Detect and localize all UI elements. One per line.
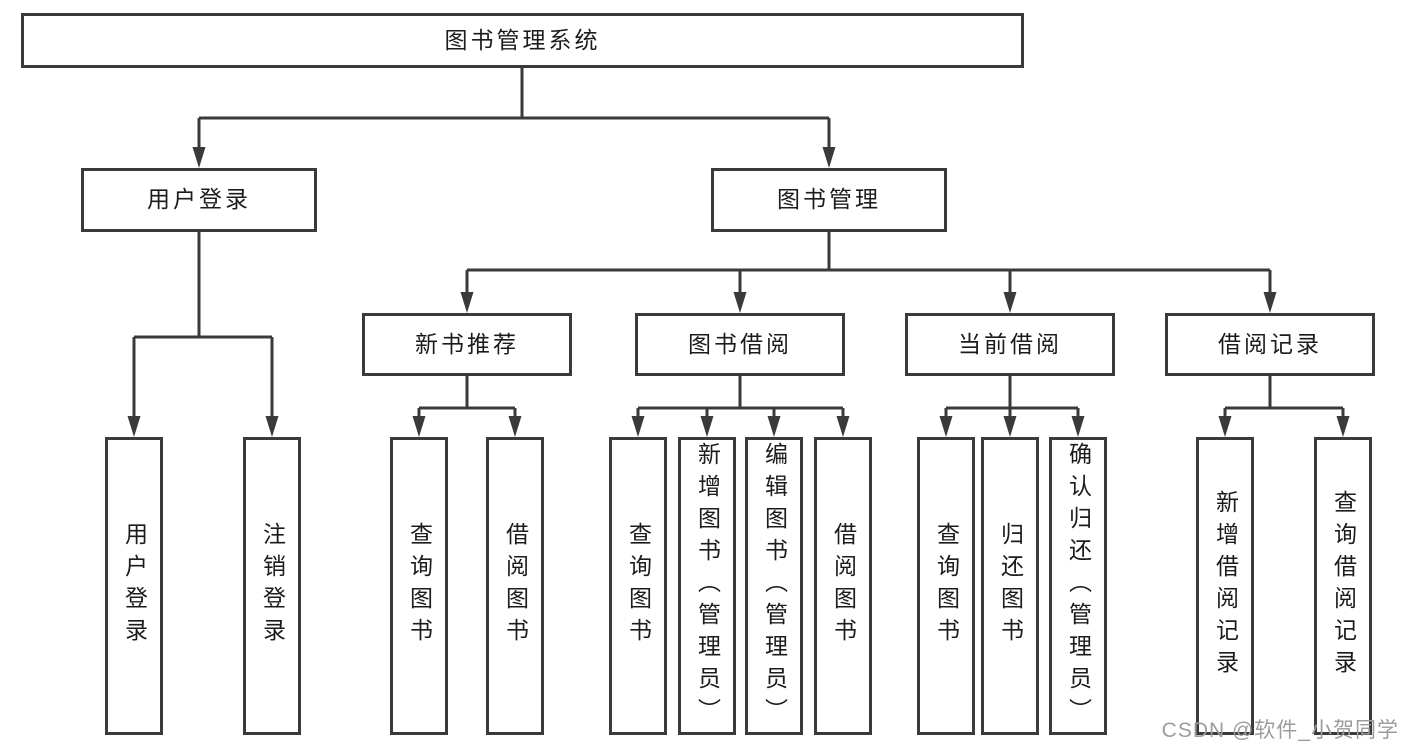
- leaf-current-confirm-return-admin: 确认归还（管理员）: [1049, 437, 1107, 735]
- connector-lines: [132, 68, 1345, 416]
- csdn-watermark: CSDN @软件_小贺同学: [1161, 719, 1399, 742]
- node-label: 查询图书: [406, 522, 433, 650]
- node-label: 当前借阅: [958, 330, 1062, 357]
- leaf-logout-login: 注销登录: [243, 437, 301, 735]
- leaf-records-add-borrow-record: 新增借阅记录: [1196, 437, 1254, 735]
- leaf-borrowing-add-books-admin: 新增图书（管理员）: [678, 437, 736, 735]
- node-label: 新增图书（管理员）: [694, 442, 721, 730]
- node-label: 用户登录: [121, 522, 148, 650]
- leaf-recommend-borrow-books: 借阅图书: [486, 437, 544, 735]
- node-label: 借阅记录: [1218, 330, 1322, 357]
- node-label: 新增借阅记录: [1212, 490, 1239, 682]
- node-current-borrowing: 当前借阅: [905, 313, 1115, 376]
- leaf-records-query-borrow-record: 查询借阅记录: [1314, 437, 1372, 735]
- leaf-user-login: 用户登录: [105, 437, 163, 735]
- node-label: 用户登录: [147, 186, 251, 213]
- node-label: 确认归还（管理员）: [1065, 442, 1092, 730]
- node-label: 注销登录: [259, 522, 286, 650]
- leaf-borrowing-borrow-books: 借阅图书: [814, 437, 872, 735]
- node-label: 借阅图书: [830, 522, 857, 650]
- node-label: 图书管理系统: [444, 26, 601, 53]
- leaf-current-query-books: 查询图书: [917, 437, 975, 735]
- node-book-borrowing: 图书借阅: [635, 313, 845, 376]
- node-label: 查询图书: [933, 522, 960, 650]
- node-label: 借阅图书: [502, 522, 529, 650]
- node-label: 查询图书: [625, 522, 652, 650]
- node-library-management-system: 图书管理系统: [21, 13, 1024, 68]
- leaf-borrowing-query-books: 查询图书: [609, 437, 667, 735]
- node-book-management: 图书管理: [711, 168, 947, 232]
- node-label: 图书借阅: [688, 330, 792, 357]
- node-user-login: 用户登录: [81, 168, 317, 232]
- node-borrowing-records: 借阅记录: [1165, 313, 1375, 376]
- node-label: 归还图书: [997, 522, 1024, 650]
- node-label: 新书推荐: [415, 330, 519, 357]
- connector-arrowheads: [127, 147, 1350, 437]
- node-new-book-recommendation: 新书推荐: [362, 313, 572, 376]
- node-label: 查询借阅记录: [1330, 490, 1357, 682]
- leaf-current-return-books: 归还图书: [981, 437, 1039, 735]
- leaf-borrowing-edit-books-admin: 编辑图书（管理员）: [745, 437, 803, 735]
- leaf-recommend-query-books: 查询图书: [390, 437, 448, 735]
- node-label: 图书管理: [777, 186, 881, 213]
- node-label: 编辑图书（管理员）: [761, 442, 788, 730]
